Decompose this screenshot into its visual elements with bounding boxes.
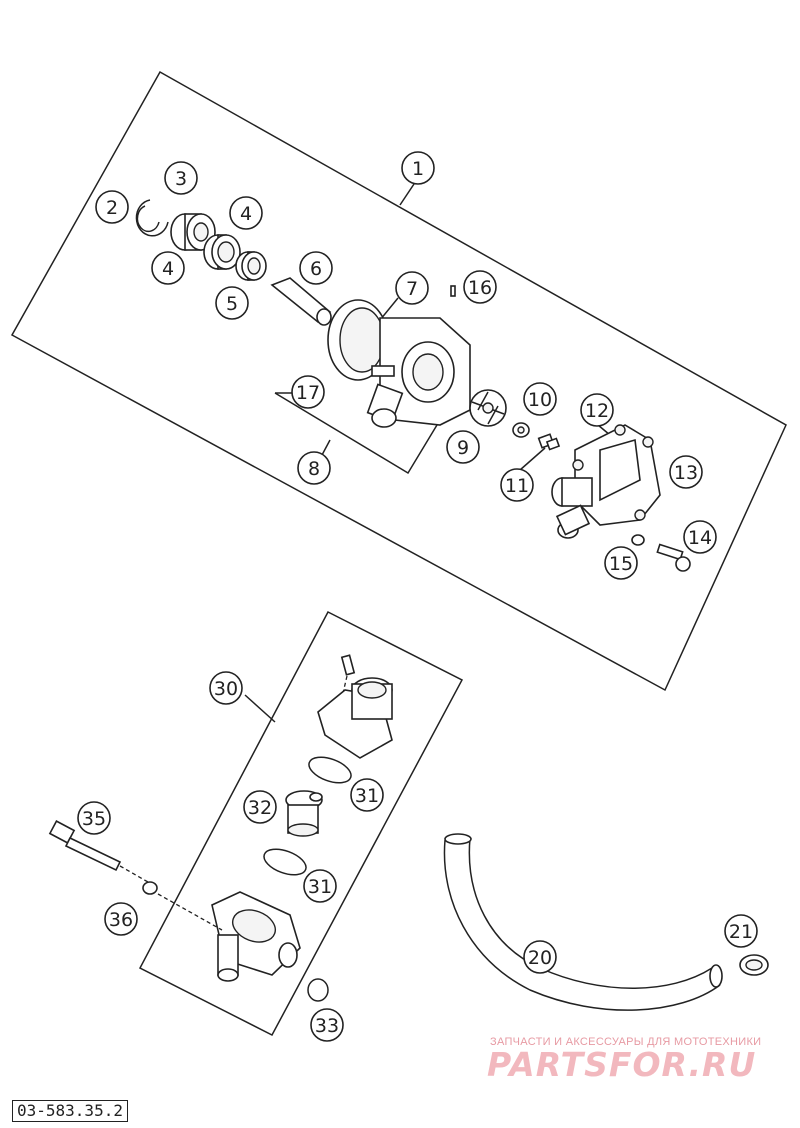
callout-6: 6: [299, 251, 333, 285]
svg-text:15: 15: [609, 553, 633, 575]
callout-31a: 31: [350, 778, 384, 812]
callout-5: 5: [215, 286, 249, 320]
callout-33: 33: [310, 1008, 344, 1042]
svg-text:4: 4: [162, 258, 174, 280]
svg-text:14: 14: [688, 527, 712, 549]
thermostat-group-frame: [138, 610, 464, 1037]
callout-21: 21: [724, 914, 758, 948]
shaft-part: [270, 277, 332, 326]
leader-11: [519, 447, 546, 471]
svg-text:33: 33: [315, 1015, 339, 1037]
pin-part: [450, 285, 456, 297]
callout-4b: 4: [151, 251, 185, 285]
impeller-part: [469, 389, 507, 427]
svg-text:10: 10: [528, 389, 552, 411]
svg-text:36: 36: [109, 909, 133, 931]
svg-text:9: 9: [457, 437, 469, 459]
svg-text:32: 32: [248, 797, 272, 819]
svg-text:7: 7: [406, 278, 418, 300]
leader-1: [399, 183, 415, 206]
circlip-part: [135, 199, 169, 237]
bolt-part: [48, 820, 149, 883]
svg-text:17: 17: [296, 382, 320, 404]
watermark-tagline: ЗАПЧАСТИ И АКСЕССУАРЫ ДЛЯ МОТОТЕХНИКИ: [490, 1036, 761, 1048]
hose-clamp-part: [739, 954, 769, 976]
bracket-8-side: [274, 392, 441, 475]
svg-text:16: 16: [468, 277, 492, 299]
svg-text:20: 20: [528, 947, 552, 969]
callout-2: 2: [95, 190, 129, 224]
pump-group-frame: [10, 70, 787, 692]
callout-14: 14: [683, 520, 717, 554]
svg-text:8: 8: [308, 458, 320, 480]
svg-text:2: 2: [106, 197, 118, 219]
callout-36: 36: [104, 902, 138, 936]
callout-10: 10: [523, 382, 557, 416]
leader-30: [244, 694, 276, 723]
thermostat-part: [285, 790, 323, 837]
callout-12: 12: [580, 393, 614, 427]
callout-7: 7: [395, 271, 429, 305]
o-ring-lower-part: [263, 848, 307, 876]
svg-text:30: 30: [214, 678, 238, 700]
seal-small-part: [235, 251, 267, 281]
svg-text:31: 31: [355, 785, 379, 807]
callout-17: 17: [291, 375, 325, 409]
screw-part: [537, 433, 561, 451]
callout-16: 16: [463, 270, 497, 304]
svg-text:3: 3: [175, 168, 187, 190]
thermostat-base-part: [211, 891, 301, 982]
svg-text:1: 1: [412, 158, 424, 180]
o-ring-upper-part: [308, 756, 352, 784]
callout-20: 20: [523, 940, 557, 974]
svg-text:11: 11: [505, 475, 529, 497]
svg-text:35: 35: [82, 808, 106, 830]
callout-3: 3: [164, 161, 198, 195]
callout-31b: 31: [303, 869, 337, 903]
o-ring-part: [631, 534, 645, 546]
thermostat-housing-part: [317, 654, 393, 759]
callout-8: 8: [297, 451, 331, 485]
watermark-logo: PARTSFOR.RU: [487, 1045, 756, 1084]
seal-part: [203, 234, 241, 270]
svg-text:4: 4: [240, 203, 252, 225]
svg-text:21: 21: [729, 921, 753, 943]
callout-4a: 4: [229, 196, 263, 230]
pump-cover-part: [551, 424, 661, 539]
callout-32: 32: [243, 790, 277, 824]
leader-8: [321, 439, 331, 456]
svg-text:5: 5: [226, 293, 238, 315]
callout-11: 11: [500, 468, 534, 502]
bolt-axis-line: [157, 893, 223, 931]
svg-text:31: 31: [308, 876, 332, 898]
bolt-washer-part: [142, 881, 158, 895]
washer-part: [512, 422, 530, 438]
callout-30: 30: [209, 671, 243, 705]
svg-text:13: 13: [674, 462, 698, 484]
drawing-code: 03-583.35.2: [12, 1100, 128, 1122]
callout-9: 9: [446, 430, 480, 464]
callout-1: 1: [401, 151, 435, 185]
cover-screw-part: [656, 543, 691, 572]
callout-35: 35: [77, 801, 111, 835]
hose-part: [443, 833, 723, 1011]
svg-text:6: 6: [310, 258, 322, 280]
svg-text:12: 12: [585, 400, 609, 422]
callout-13: 13: [669, 455, 703, 489]
o-ring-33-part: [307, 978, 329, 1002]
callout-15: 15: [604, 546, 638, 580]
pump-housing-part: [327, 299, 471, 428]
